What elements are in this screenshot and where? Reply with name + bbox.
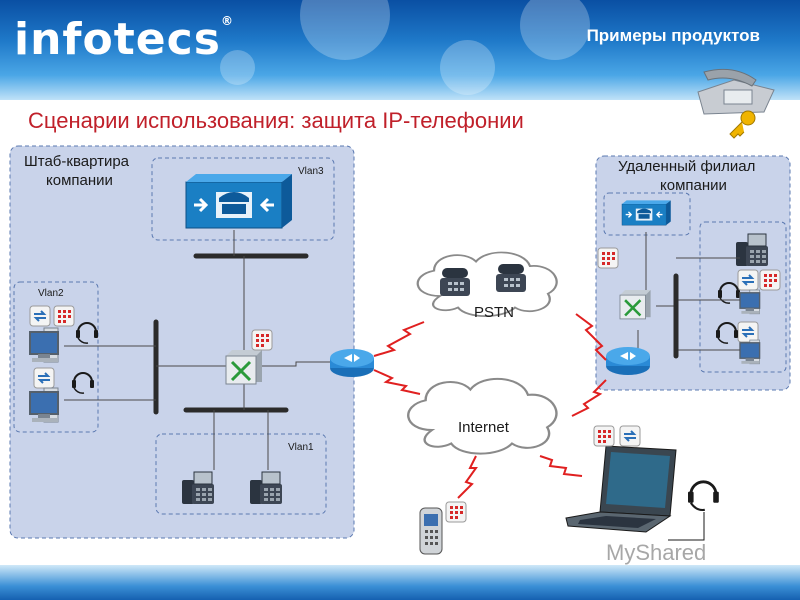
call-manager-icon [184,172,294,230]
personal-firewall-icon [593,425,615,447]
analog-phone-icon [440,268,470,296]
client-software-icon [619,425,641,447]
link-hq-pstn [373,321,425,357]
client-software-icon [737,321,759,343]
slide-title: Сценарии использования: защита IP-телефо… [28,108,524,133]
personal-firewall-icon [53,305,75,327]
hq-zone-label: компании [46,172,113,189]
bokeh-decoration [220,50,255,85]
section-label: Примеры продуктов [586,26,760,45]
personal-firewall-icon [597,247,619,269]
personal-firewall-icon [251,329,273,351]
client-software-icon [737,269,759,291]
switch-icon [224,348,264,386]
client-software-icon [29,305,51,327]
router-icon [330,349,374,377]
headset-icon [686,480,721,512]
vlan2-label: Vlan2 [38,288,64,299]
personal-firewall-icon [759,269,781,291]
link-branch-pstn [575,313,607,361]
phone-key-icon [697,68,775,139]
personal-firewall-icon [445,501,467,523]
vlan3-label: Vlan3 [298,166,324,177]
headset-cable [668,512,705,541]
bokeh-decoration [440,40,495,95]
mobile-phone-icon [419,507,443,555]
wan-links [373,313,607,499]
watermark: MyShared [606,540,707,565]
vlan1-label: Vlan1 [288,442,314,453]
router-icon [606,347,650,375]
link-internet-laptop [539,455,583,477]
call-manager-icon [621,199,672,226]
hq-cabling [64,230,330,470]
switch-icon [618,288,652,321]
internet-cloud [407,377,558,455]
company-logo: infotecs® [14,14,234,65]
link-internet-mobile [457,455,478,499]
link-hq-internet [373,369,421,395]
laptop-icon [565,445,677,533]
client-software-icon [33,367,55,389]
hq-zone-label: Штаб-квартира [24,153,130,170]
branch-zone-label: Удаленный филиал [618,158,755,175]
analog-phone-icon [496,264,526,292]
footer-band [0,565,800,600]
hq-switch-bus [153,253,309,415]
bokeh-decoration [520,0,590,60]
header-banner: infotecs® Примеры продуктов [0,0,800,100]
link-branch-internet [571,379,607,417]
internet-label: Internet [458,419,510,436]
pstn-label: PSTN [474,304,514,321]
branch-zone-label: компании [660,177,727,194]
